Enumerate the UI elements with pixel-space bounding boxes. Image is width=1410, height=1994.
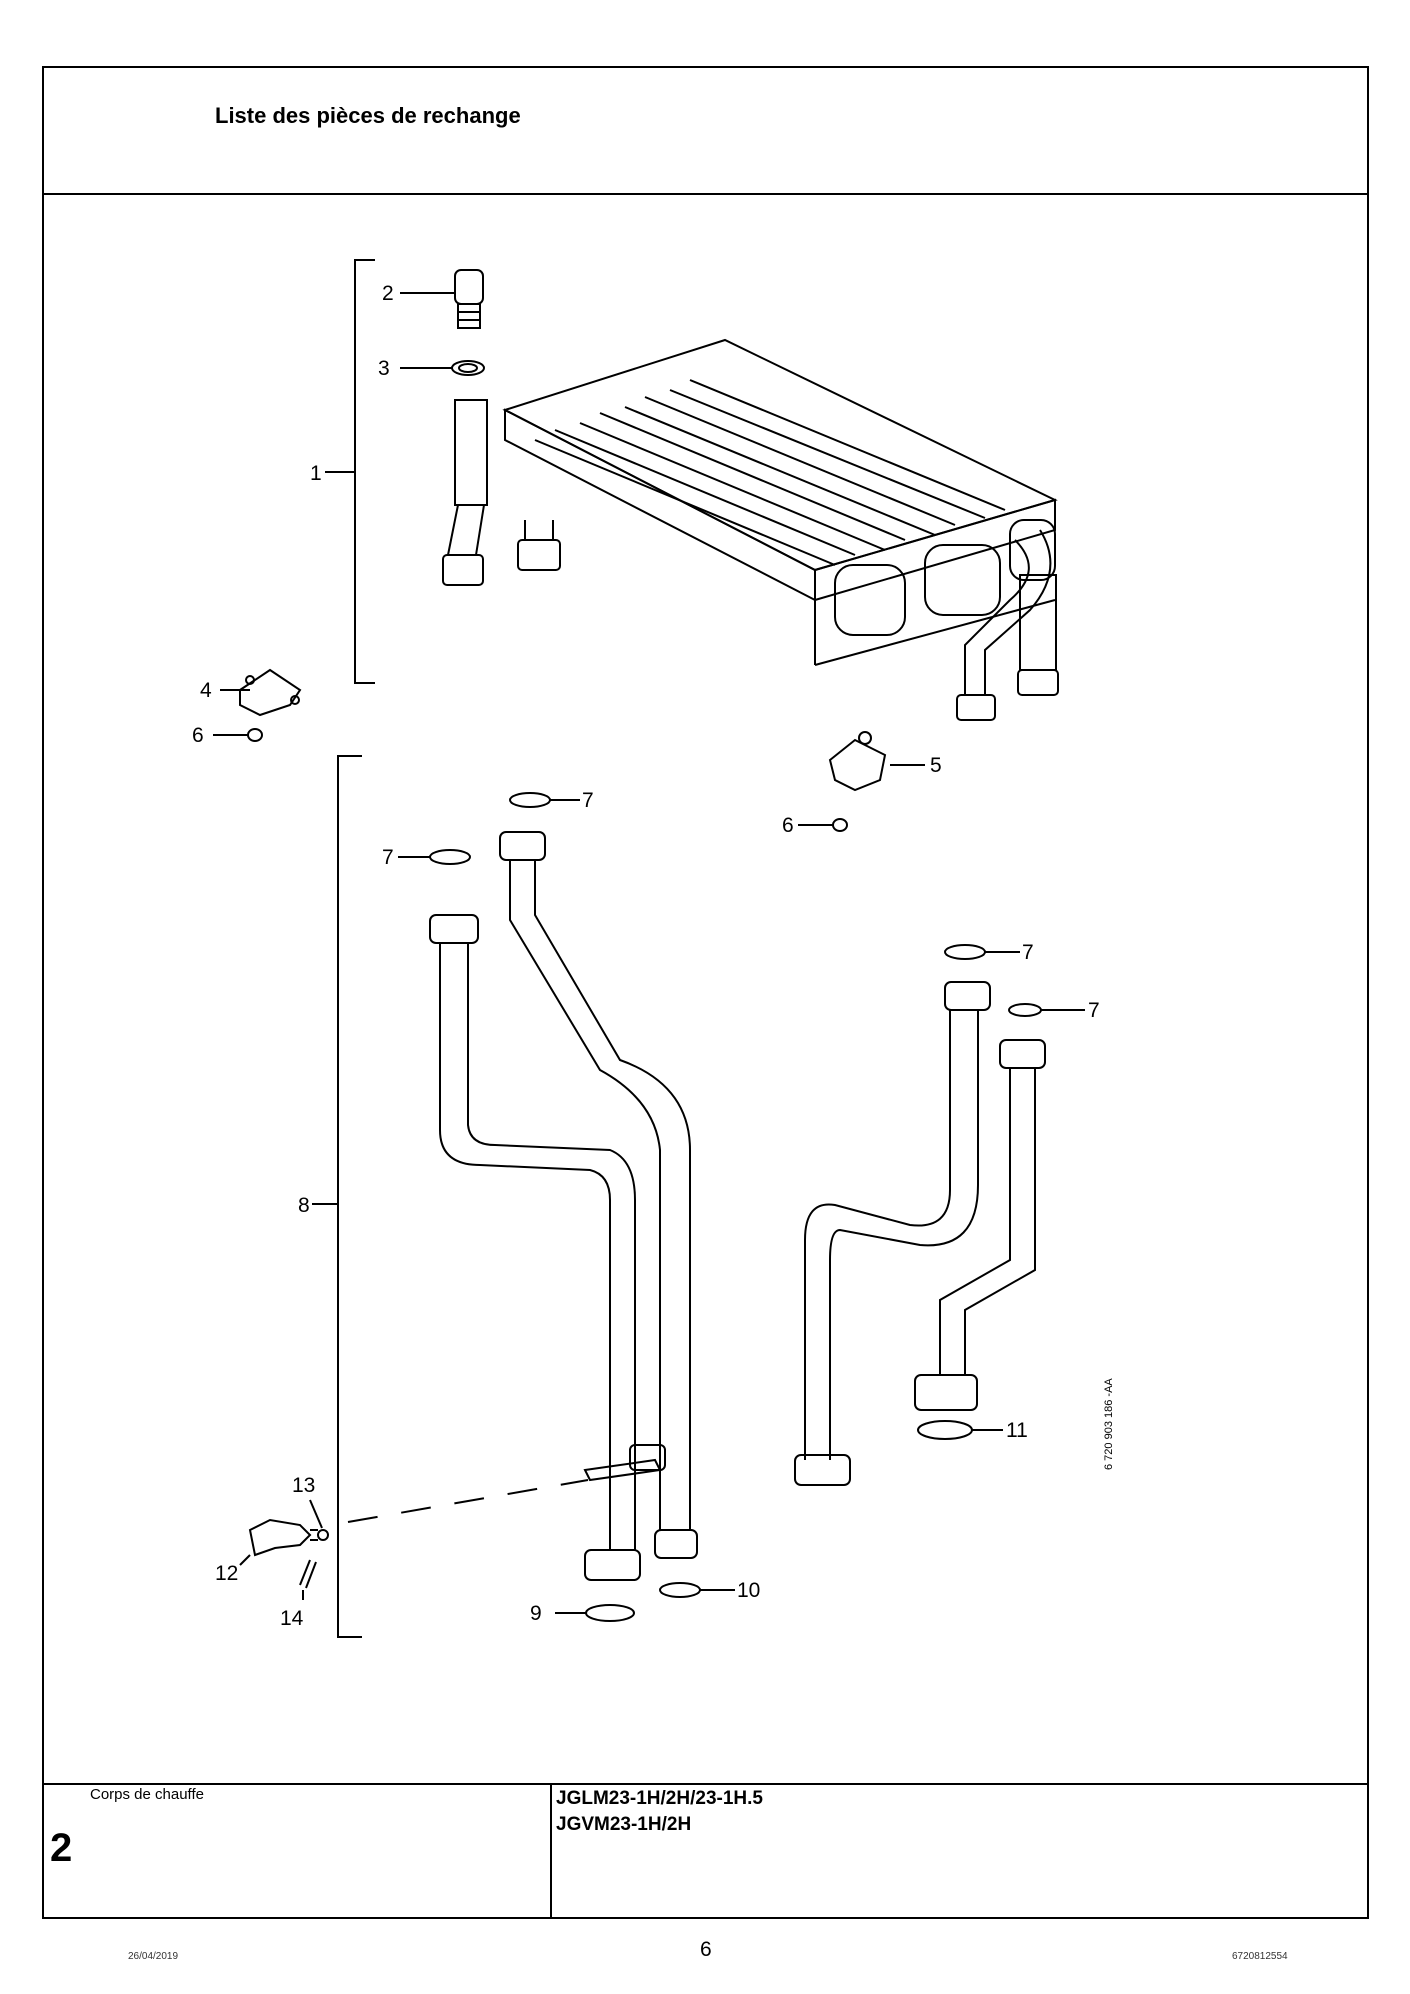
retaining-clip-drawing xyxy=(299,1559,317,1589)
screw-drawing-1 xyxy=(213,728,263,742)
callout-9: 9 xyxy=(530,1602,542,1625)
callout-7a: 7 xyxy=(582,789,594,812)
drain-tap-drawing xyxy=(239,1518,318,1566)
air-vent-drawing xyxy=(400,269,484,329)
callout-14: 14 xyxy=(280,1607,304,1630)
gasket-drawing-3 xyxy=(944,944,986,960)
callout-10: 10 xyxy=(737,1579,760,1602)
callout-2: 2 xyxy=(382,282,394,305)
gasket-10-drawing xyxy=(659,1582,701,1598)
group-bracket-1 xyxy=(354,259,375,684)
callout-12: 12 xyxy=(215,1562,238,1585)
callout-5: 5 xyxy=(930,754,942,777)
callout-6b: 6 xyxy=(782,814,794,837)
callout-4: 4 xyxy=(200,679,212,702)
callout-7c: 7 xyxy=(1022,941,1034,964)
screw-drawing-2 xyxy=(798,818,848,832)
gasket-drawing-4 xyxy=(1008,1003,1042,1017)
callout-6a: 6 xyxy=(192,724,204,747)
pipe-set-right-drawing xyxy=(794,981,1046,1486)
figure-code: 6 720 903 186 -AA xyxy=(1103,1378,1115,1470)
model-line-1: JGLM23-1H/2H/23-1H.5 xyxy=(556,1788,763,1809)
callout-7b: 7 xyxy=(382,846,394,869)
gasket-drawing-2 xyxy=(429,849,471,865)
clip-drawing xyxy=(220,668,302,717)
page-frame xyxy=(42,66,1369,1919)
document-number: 6720812554 xyxy=(1232,1951,1288,1962)
pipe-set-left-drawing xyxy=(429,831,698,1581)
gasket-9-drawing xyxy=(585,1604,635,1622)
print-date: 26/04/2019 xyxy=(128,1951,179,1962)
header-divider xyxy=(42,193,1369,195)
callout-11: 11 xyxy=(1006,1419,1028,1442)
section-label: Corps de chauffe xyxy=(90,1786,204,1803)
callout-1: 1 xyxy=(310,462,322,485)
page-title: Liste des pièces de rechange xyxy=(215,103,521,128)
footer-column-divider xyxy=(550,1783,552,1919)
assembly-axis-line xyxy=(347,1479,589,1523)
group-bracket-8 xyxy=(337,755,362,1638)
heat-exchanger-drawing xyxy=(442,338,1059,721)
callout-8: 8 xyxy=(298,1194,310,1217)
drain-seal-drawing xyxy=(317,1529,329,1541)
callout-7d: 7 xyxy=(1088,999,1100,1022)
gasket-11-drawing xyxy=(917,1420,973,1440)
callout-3: 3 xyxy=(378,357,390,380)
section-number: 2 xyxy=(50,1826,73,1870)
temperature-sensor-drawing xyxy=(828,731,925,792)
callout-13: 13 xyxy=(292,1474,315,1497)
model-line-2: JGVM23-1H/2H xyxy=(556,1814,692,1835)
page-number: 6 xyxy=(700,1938,712,1961)
footer-divider xyxy=(42,1783,1369,1785)
gasket-drawing-1 xyxy=(509,792,551,808)
